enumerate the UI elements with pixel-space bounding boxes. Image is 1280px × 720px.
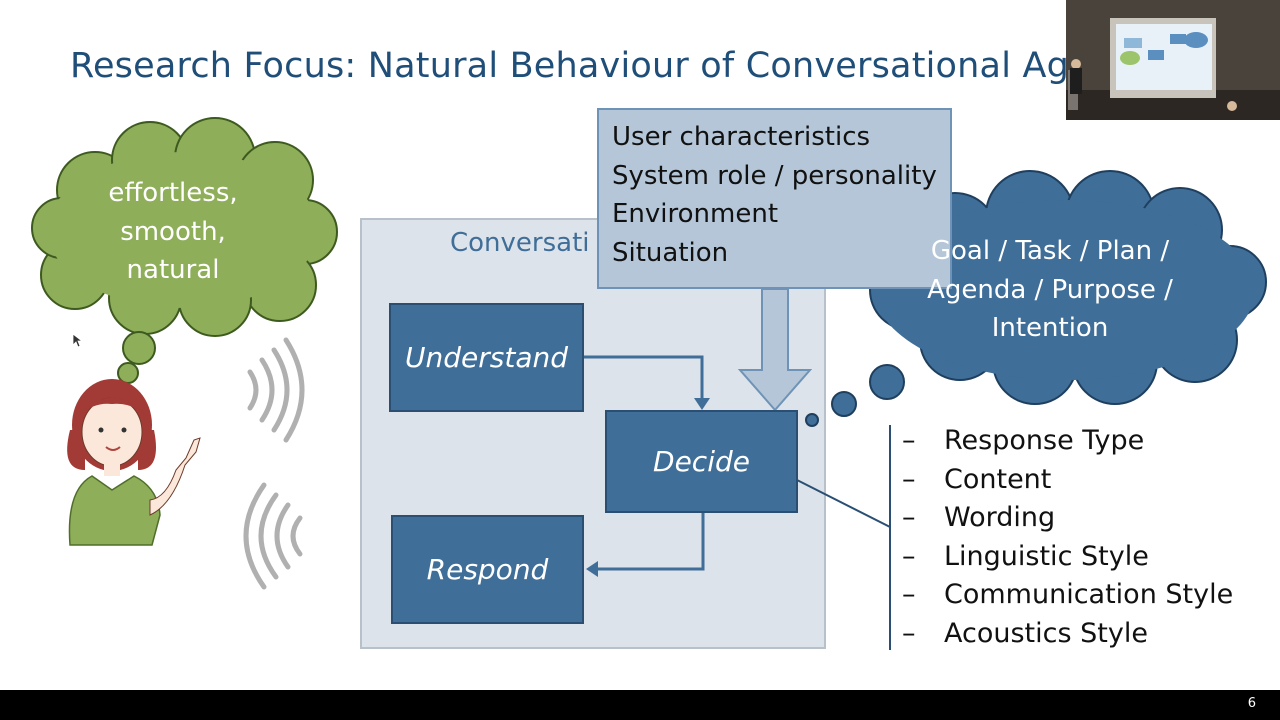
goal-thought-line: Intention [991, 313, 1109, 343]
goal-thought-line: Agenda / Purpose / [927, 274, 1173, 305]
list-item: –Acoustics Style [902, 617, 1148, 649]
goal-thought-bubbles [805, 364, 905, 427]
goal-thought-text: Goal / Task / Plan / Agenda / Purpose / … [900, 232, 1200, 348]
response-aspects-list: –Response Type –Content –Wording –Lingui… [902, 422, 1233, 653]
bottom-bar: 6 [0, 690, 1280, 720]
page-number: 6 [1247, 696, 1256, 711]
context-box: User characteristics System role / perso… [597, 108, 952, 289]
list-item: –Communication Style [902, 579, 1234, 610]
context-item: User characteristics [612, 122, 871, 152]
context-item: Environment [612, 199, 779, 229]
list-item: –Content [902, 463, 1052, 495]
context-item: Situation [612, 237, 729, 268]
decide-to-respond-arrow [598, 513, 705, 571]
user-thought-line: natural [126, 255, 220, 285]
diagram-shapes [31, 117, 1267, 650]
mouse-cursor-icon [72, 333, 84, 348]
list-item: –Linguistic Style [902, 540, 1149, 572]
context-arrow [737, 288, 813, 412]
understand-to-decide-arrow [584, 355, 704, 400]
understand-box: Understand [389, 303, 584, 412]
webcam-video-inset [1066, 0, 1280, 120]
list-item: –Wording [902, 502, 1056, 533]
user-thought-line: smooth, [120, 216, 226, 247]
decide-box: Decide [605, 410, 798, 513]
context-item: System role / personality [612, 160, 937, 191]
presenter-video-icon [1066, 0, 1280, 120]
respond-box: Respond [391, 515, 584, 624]
list-item: –Response Type [902, 425, 1145, 456]
sound-waves-upper [247, 337, 305, 443]
user-thought-line: effortless, [108, 178, 238, 208]
slide: Research Focus: Natural Behaviour of Con… [31, 0, 1280, 653]
user-thought-text: effortless, smooth, natural [80, 174, 266, 290]
goal-thought-line: Goal / Task / Plan / [930, 236, 1170, 266]
response-aspects-bracket [796, 425, 891, 650]
conversation-panel-label: Conversati [450, 228, 590, 258]
sound-waves-lower [243, 482, 303, 590]
person-illustration [67, 379, 201, 546]
slide-title: Research Focus: Natural Behaviour of Con… [70, 46, 1070, 86]
